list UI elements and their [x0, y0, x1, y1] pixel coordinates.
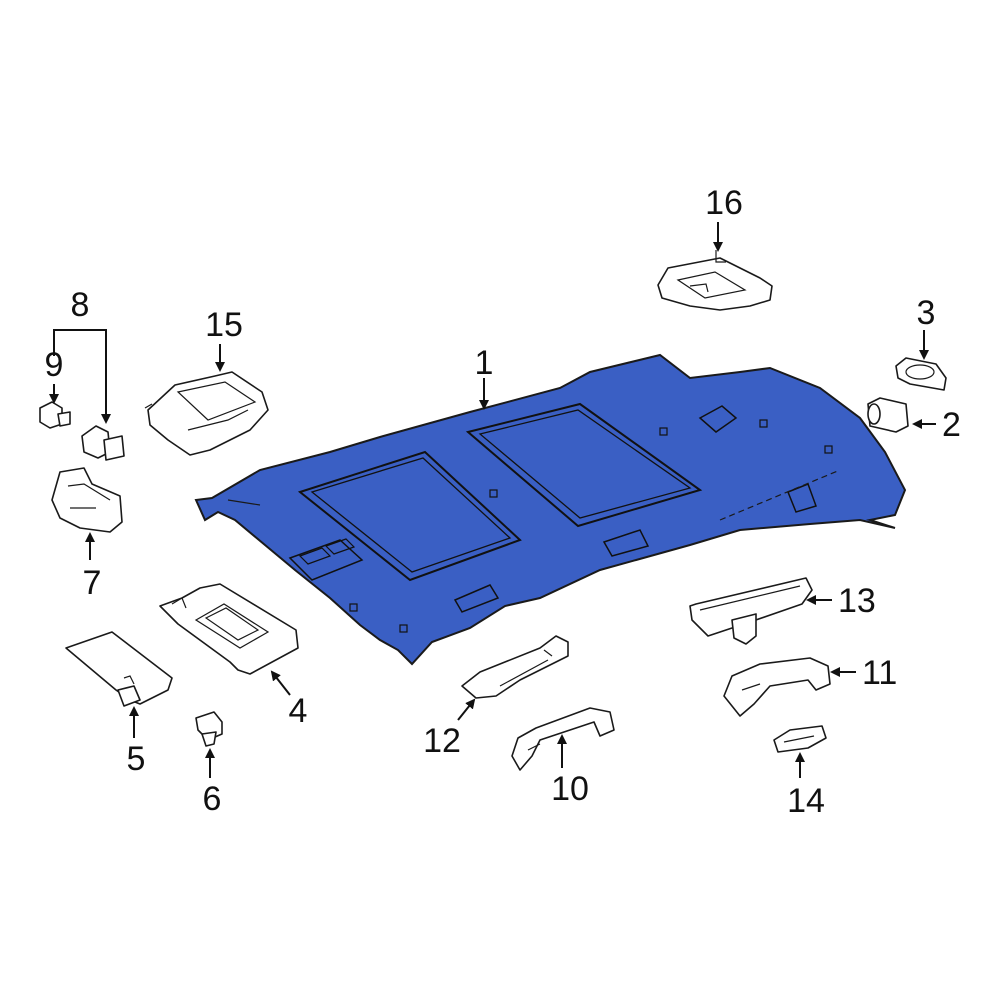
bracket-part: [461, 635, 569, 699]
callout-14: 14: [787, 782, 825, 820]
clip-part: [195, 711, 223, 747]
leader-lines: [49, 222, 936, 778]
retainer-sleeve-part: [895, 357, 947, 391]
lamp-housing-part: [51, 467, 123, 533]
callout-9: 9: [45, 346, 64, 384]
callout-13: 13: [838, 582, 876, 620]
grab-handle-part: [511, 707, 615, 771]
retainer-cylinder-part: [867, 397, 909, 433]
headliner-part: [194, 353, 907, 666]
callout-8: 8: [71, 286, 90, 324]
leader-8: [53, 329, 111, 424]
callout-16: 16: [705, 184, 743, 222]
sun-visor-part: [159, 583, 299, 675]
callout-1: 1: [475, 344, 494, 382]
trim-strip-part: [689, 577, 813, 645]
callout-2: 2: [942, 406, 961, 444]
sun-visor-left-part: [65, 631, 173, 707]
callout-15: 15: [205, 306, 243, 344]
callout-7: 7: [83, 564, 102, 602]
callout-11: 11: [862, 654, 897, 692]
overhead-console-part: [657, 250, 773, 311]
bulb-large-part: [81, 425, 125, 461]
callout-4: 4: [289, 692, 308, 730]
small-clip-part: [773, 725, 827, 753]
callout-3: 3: [917, 294, 936, 332]
callout-6: 6: [203, 780, 222, 818]
leader-4: [270, 670, 291, 696]
callout-12: 12: [423, 722, 461, 760]
bulb-small-part: [39, 401, 71, 429]
dome-lamp-part: [144, 371, 269, 456]
callout-10: 10: [551, 770, 589, 808]
callout-5: 5: [127, 740, 146, 778]
callout-labels: 1 2 3 4 5 6 7 8 9 10 11 12 13 14 15 16: [45, 184, 961, 820]
handle-right-part: [723, 657, 831, 717]
leader-12: [457, 698, 476, 721]
